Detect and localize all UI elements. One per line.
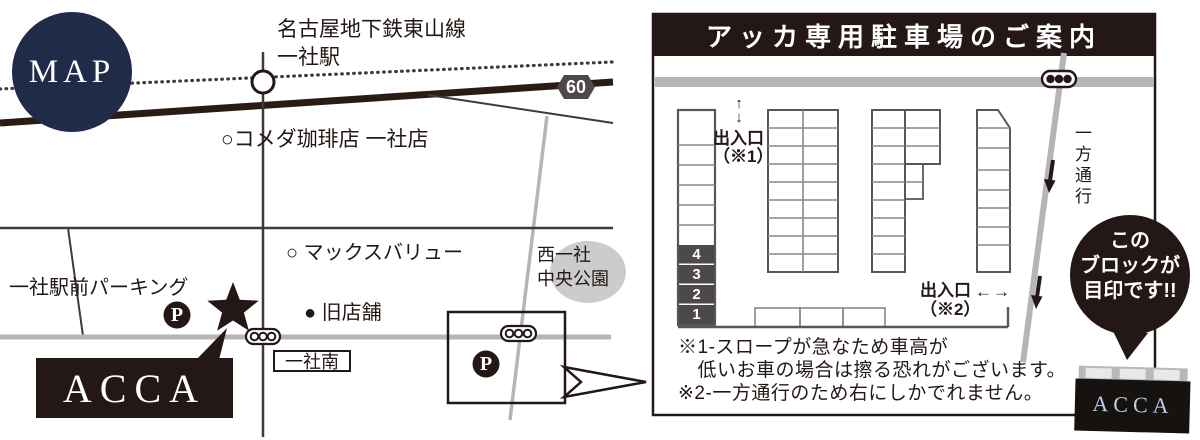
traffic-light-icon <box>1040 69 1078 89</box>
entrance1-label: 出入口 （※1） <box>713 129 774 166</box>
entrance1-updown-arrows-icon: ↑ ↓ <box>735 95 743 126</box>
station-label: 名古屋地下鉄東山線 一社駅 <box>277 18 466 69</box>
entrance2-leftright-arrows-icon: ←→ <box>975 282 1011 301</box>
traffic-light-icon <box>499 324 538 343</box>
panel-title-banner <box>653 14 1155 56</box>
entrance2-label: 出入口 （※2） <box>920 281 981 319</box>
acca-block-photo <box>1074 365 1191 434</box>
maxvalu-label: ○ マックスバリュー <box>286 242 464 264</box>
parking-p-icon: P <box>170 303 184 326</box>
stall-number: 4 <box>692 246 701 263</box>
store-location-star <box>207 282 259 331</box>
route-60-badge <box>557 75 595 99</box>
parking-lot-diagram <box>676 108 1011 329</box>
parking-icon-circle <box>472 350 500 378</box>
station-circle <box>250 69 276 95</box>
left-diagonal-road <box>67 227 84 337</box>
gray-diagonal-road <box>508 115 549 421</box>
traffic-light-icon <box>244 327 282 346</box>
stall-number: 3 <box>692 266 701 283</box>
station-front-parking-label: 一社駅前パーキング <box>9 277 189 299</box>
landmark-bubble-text: この ブロックが 目印です!! <box>1080 230 1180 302</box>
landmark-bubble <box>1070 215 1190 360</box>
stall-number: 1 <box>692 306 701 323</box>
panel-one-way-road <box>1020 52 1067 363</box>
one-way-label: 一方通行 <box>1072 124 1091 208</box>
one-way-down-arrow <box>1031 159 1056 309</box>
panel-gray-road <box>655 77 1154 87</box>
route-60-label: 60 <box>565 76 587 97</box>
park-label: 西一社 中央公園 <box>537 245 609 289</box>
branch-road-thin <box>427 94 614 124</box>
acca-block-photo-logo: ACCA <box>1092 390 1174 419</box>
parking-p-icon: P <box>479 352 493 375</box>
map-badge-circle <box>12 12 132 132</box>
intersection-label: 一社南 <box>273 350 351 372</box>
map-badge-label: MAP <box>28 53 116 90</box>
parking-callout-tail <box>559 364 647 400</box>
acca-logo-box <box>36 328 233 418</box>
park-ellipse <box>550 241 626 303</box>
parking-callout-box <box>446 310 567 405</box>
komeda-coffee-label: ○コメダ珈琲店 一社店 <box>221 128 429 151</box>
parking-notes: ※1-スロープが急なため車高が 低いお車の場合は擦る恐れがございます。 ※2-一… <box>678 337 1067 404</box>
stall-number: 2 <box>692 286 701 303</box>
acca-logo-label: ACCA <box>62 365 207 411</box>
parking-icon-circle <box>163 301 191 329</box>
old-store-label: ● 旧店舗 <box>304 302 382 324</box>
panel-title: アッカ専用駐車場のご案内 <box>705 21 1102 52</box>
